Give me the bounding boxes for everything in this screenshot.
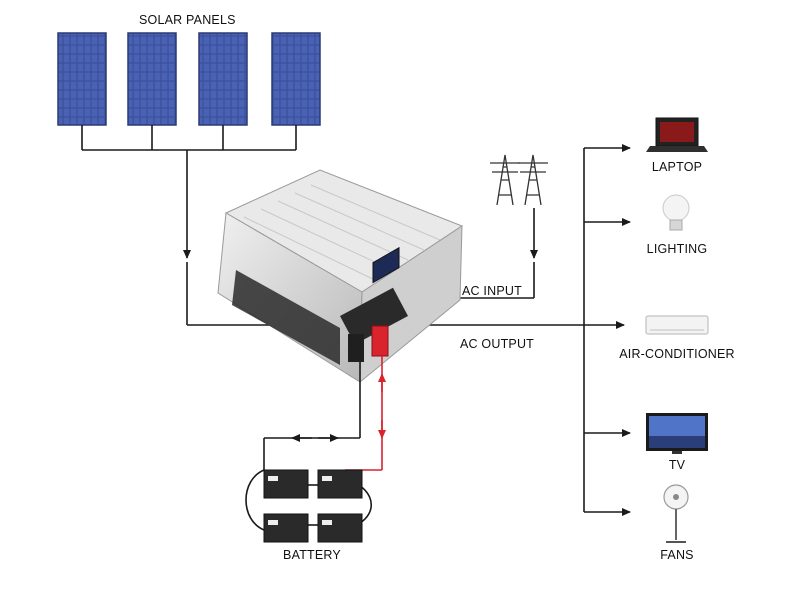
power-tower-icon [490,154,548,206]
solar-panel [271,32,321,126]
tv-label: TV [668,458,686,472]
battery-label: BATTERY [283,548,341,562]
ac-output-label: AC OUTPUT [460,337,535,351]
solar-panel [198,32,248,126]
battery-bank [263,469,363,543]
battery-unit [263,513,309,543]
solar-panel [57,32,107,126]
inverter-button-panel [340,287,408,345]
ac-input-label: AC INPUT [462,284,522,298]
battery-unit [317,513,363,543]
terminal-positive [371,325,389,357]
solar-panel-array [57,32,321,126]
battery-wiring-black [245,362,372,531]
fans-label: FANS [660,548,694,562]
laptop-icon [646,117,708,152]
laptop-label: LAPTOP [651,160,703,174]
solar-panel [127,32,177,126]
load-bus-wiring [583,144,631,516]
solar-panels-label: SOLAR PANELS [139,13,236,27]
tv-icon [646,413,708,454]
inverter [217,169,464,384]
lighting-label: LIGHTING [646,242,708,256]
inverter-display [372,246,400,284]
battery-unit [317,469,363,499]
light-bulb-icon [662,194,690,231]
battery-unit [263,469,309,499]
terminal-negative [348,334,364,362]
battery-wiring-red [345,356,386,471]
air-conditioner-label: AIR-CONDITIONER [619,347,735,361]
fan-icon [663,484,689,543]
air-conditioner-icon [645,315,709,335]
